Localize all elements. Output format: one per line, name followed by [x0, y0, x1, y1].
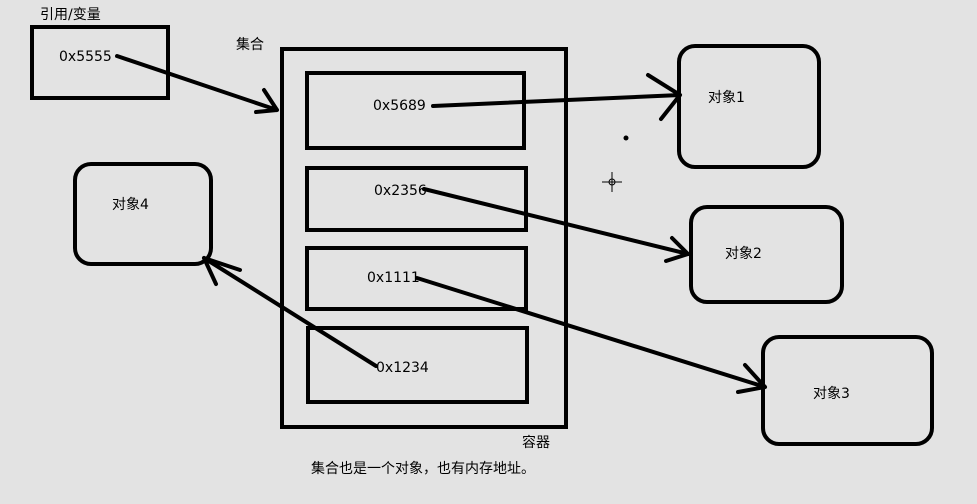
- object-box-2: [689, 205, 844, 304]
- collection-slot-2: [305, 166, 528, 232]
- reference-caption: 引用/变量: [40, 7, 101, 23]
- crosshair-icon: [602, 172, 622, 192]
- slot-4-address: 0x1234: [376, 360, 429, 376]
- object-label-2: 对象2: [725, 246, 762, 262]
- object-box-4: [73, 162, 213, 266]
- reference-address: 0x5555: [59, 49, 112, 65]
- slot-3-address: 0x1111: [367, 270, 420, 286]
- object-label-3: 对象3: [813, 386, 850, 402]
- object-label-1: 对象1: [708, 90, 745, 106]
- collection-caption: 集合: [236, 37, 264, 53]
- slot-1-address: 0x5689: [373, 98, 426, 114]
- object-label-4: 对象4: [112, 197, 149, 213]
- slot-2-address: 0x2356: [374, 183, 427, 199]
- footnote: 集合也是一个对象，也有内存地址。: [311, 461, 535, 477]
- object-box-1: [677, 44, 821, 169]
- stray-dot: [623, 135, 629, 141]
- container-caption: 容器: [522, 435, 550, 451]
